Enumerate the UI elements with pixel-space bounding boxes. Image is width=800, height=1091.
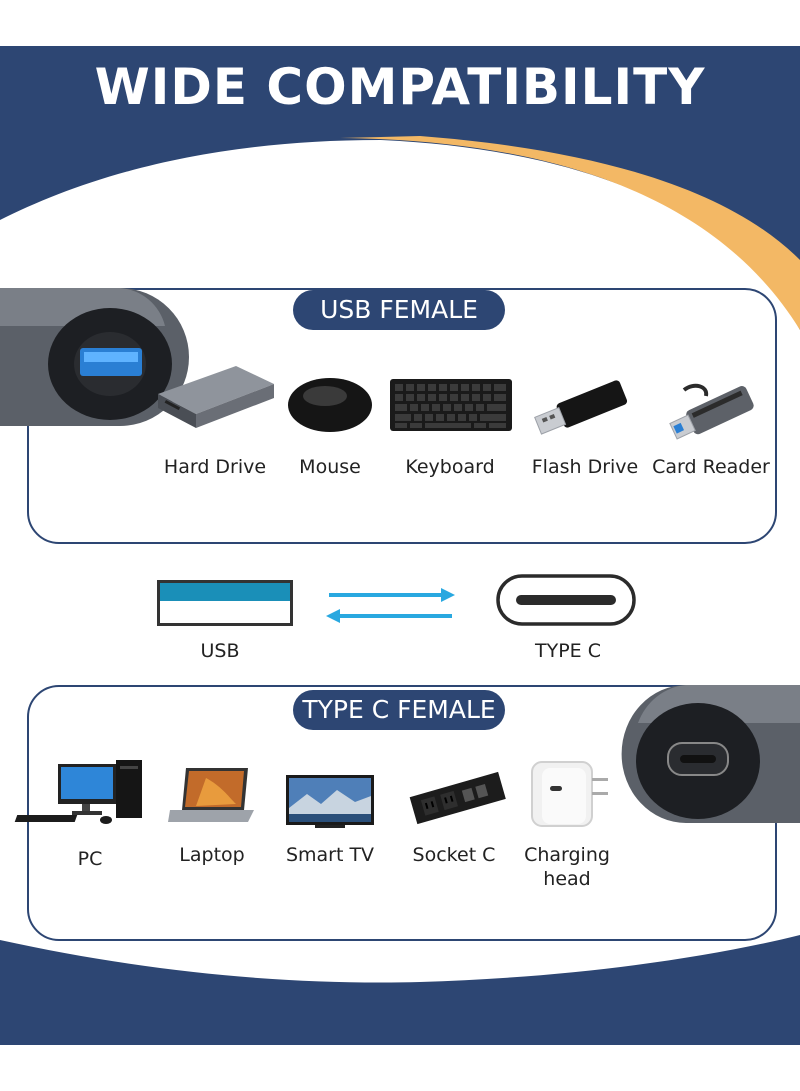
device-label: Laptop [179,844,245,866]
type-c-port-icon [496,574,636,626]
type-c-adapter-icon [621,685,800,823]
arrow-right-icon [329,588,455,602]
device-label: Keyboard [405,456,495,478]
usb-label: USB [200,640,240,662]
arrow-left-icon [326,609,452,623]
type-c-label: TYPE C [535,640,601,662]
device-label: PC [77,848,103,870]
usb-female-badge: USB FEMALE [293,290,505,330]
device-label: Card Reader [652,456,770,478]
hard-drive-icon [158,366,274,428]
smart-tv-icon [286,775,374,828]
usb-port-icon [157,580,293,626]
charger-icon [531,761,608,827]
device-label: Hard Drive [163,456,267,478]
device-label: Flash Drive [531,456,639,478]
mouse-icon [288,378,372,432]
socket-icon [409,771,506,825]
device-label: Mouse [299,456,361,478]
pc-icon [14,760,142,824]
keyboard-icon [390,379,512,431]
laptop-icon [168,768,254,822]
card-reader-icon [669,383,754,440]
device-label: Socket C [412,844,496,866]
device-label: Charging head [524,844,610,890]
type-c-female-badge: TYPE C FEMALE [293,690,505,730]
flash-drive-icon [534,380,628,435]
device-label: Smart TV [285,844,375,866]
page-title: WIDE COMPATIBILITY [94,58,706,116]
usb-adapter-icon [0,288,189,426]
